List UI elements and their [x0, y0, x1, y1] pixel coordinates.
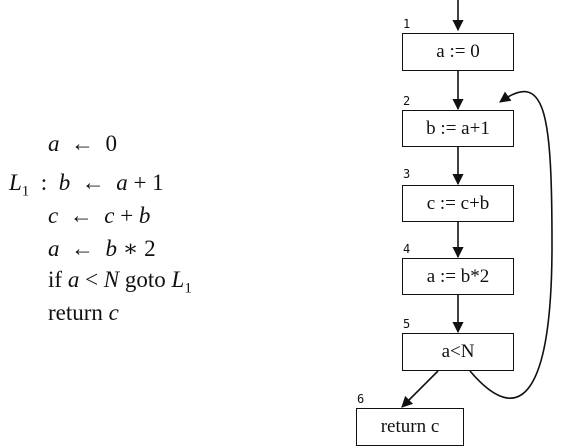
node-label: a<N [441, 341, 475, 362]
node-5: a<N [402, 333, 514, 371]
code-var: a [67, 267, 80, 292]
label-colon: : [35, 170, 53, 195]
node-1: a := 0 [402, 33, 514, 71]
code-expr: c [104, 203, 115, 228]
assign-arrow: ← [65, 131, 100, 156]
keyword-return: return [48, 300, 109, 325]
assign-arrow: ← [65, 236, 100, 261]
node-number-5: 5 [403, 317, 411, 331]
node-label: b := a+1 [426, 117, 490, 139]
code-line-4: a ← b ∗ 2 [48, 237, 156, 260]
node-label: c := c+b [426, 192, 490, 214]
code-var: b [58, 170, 71, 195]
code-line-1: a ← 0 [48, 132, 117, 155]
code-expr: b [138, 203, 151, 228]
node-label: a := 0 [436, 41, 480, 62]
node-number-1: 1 [403, 17, 411, 31]
code-var: N [103, 267, 120, 292]
code-expr-op: + [114, 203, 139, 228]
code-op: < [79, 267, 104, 292]
code-expr: a [116, 170, 128, 195]
code-var: a [48, 131, 60, 156]
node-3: c := c+b [402, 185, 514, 222]
assign-arrow: ← [63, 203, 99, 228]
code-line-3: c ← c + b [48, 204, 150, 227]
code-var: c [108, 300, 119, 325]
code-line-6: return c [48, 301, 119, 324]
code-label: L1 [9, 170, 30, 200]
code-expr: 0 [105, 131, 118, 156]
keyword-if: if [48, 267, 68, 292]
assign-arrow: ← [75, 170, 111, 195]
code-line-2: L1 : b ← a + 1 [9, 171, 164, 200]
code-var: a [48, 236, 60, 261]
code-label: L1 [171, 267, 192, 297]
code-var: c [48, 203, 59, 228]
node-number-2: 2 [403, 94, 411, 108]
node-label: return c [380, 416, 440, 437]
code-line-5: if a < N goto L1 [48, 268, 192, 297]
node-2: b := a+1 [402, 110, 514, 147]
code-expr: b [105, 236, 118, 261]
edge-5-2-back [469, 90, 553, 399]
code-expr-op: ∗ 2 [117, 236, 156, 261]
edge-5-6 [401, 370, 439, 408]
node-label: a := b*2 [426, 265, 490, 287]
node-6: return c [356, 408, 464, 446]
code-expr-op: + 1 [127, 170, 164, 195]
node-number-4: 4 [403, 242, 411, 256]
node-number-6: 6 [357, 392, 365, 406]
keyword-goto: goto [119, 267, 172, 292]
node-4: a := b*2 [402, 258, 514, 295]
node-number-3: 3 [403, 167, 411, 181]
